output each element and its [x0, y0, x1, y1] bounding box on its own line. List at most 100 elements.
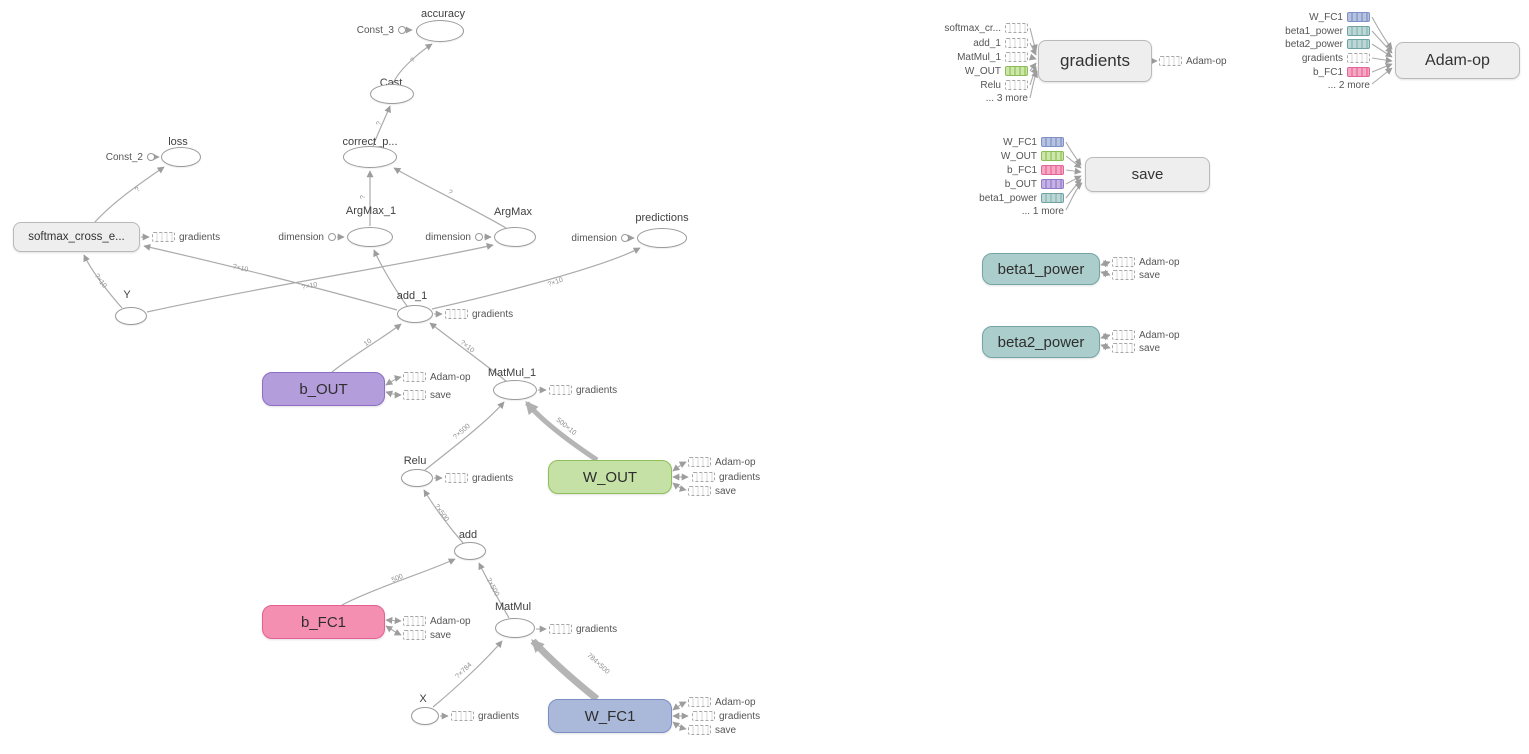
aux-node-gradients[interactable]: gradients [1038, 40, 1152, 82]
edge-label: ?×500 [452, 423, 472, 441]
var-node-b-out[interactable]: b_OUT [262, 372, 385, 406]
op-node-matmul[interactable] [495, 618, 535, 638]
dimension-node[interactable] [328, 233, 336, 241]
edge-y-softmax [83, 254, 123, 309]
aux-node-softmax-cross-entropy[interactable]: softmax_cross_e... [13, 222, 140, 252]
port-label: W_OUT [964, 65, 1001, 77]
op-node-cast[interactable] [370, 84, 414, 104]
const-node-const3[interactable] [398, 26, 406, 34]
op-node-matmul1[interactable] [493, 380, 537, 400]
op-node-correct-prediction[interactable] [343, 146, 397, 168]
stack-icon-gradients[interactable] [152, 232, 175, 242]
stack-icon-beta2[interactable] [1347, 39, 1370, 49]
edge-matmul-add [478, 562, 510, 619]
stack-icon-save[interactable] [1112, 343, 1135, 353]
stack-icon-gradients[interactable] [692, 472, 715, 482]
var-node-beta2-power[interactable]: beta2_power [982, 326, 1100, 358]
stack-icon-save[interactable] [403, 630, 426, 640]
stack-icon-wout[interactable] [1041, 151, 1064, 161]
port-gradients-in-wout: W_OUT [880, 65, 1028, 77]
stack-icon-gradients[interactable] [451, 711, 474, 721]
stack-icon-gradients[interactable] [549, 385, 572, 395]
dimension-label: dimension [425, 231, 471, 243]
var-node-b-fc1[interactable]: b_FC1 [262, 605, 385, 639]
stack-icon-bfc1[interactable] [1347, 67, 1370, 77]
edge-matmul1-add1 [429, 322, 507, 382]
dimension-node[interactable] [621, 234, 629, 242]
op-node-x[interactable] [411, 707, 439, 725]
stack-icon-gradients[interactable] [445, 309, 468, 319]
fan-gradients-in-1 [1029, 27, 1038, 52]
op-node-accuracy[interactable] [416, 20, 464, 42]
connector-beta2-adam [1100, 332, 1111, 341]
fan-adam-in-5 [1371, 63, 1393, 73]
op-node-argmax1[interactable] [347, 227, 393, 247]
port-add1-gradients: gradients [445, 308, 513, 320]
port-label-more: ... 3 more [985, 92, 1028, 104]
stack-icon-add1[interactable] [1005, 38, 1028, 48]
stack-icon-gradients[interactable] [692, 711, 715, 721]
stack-icon-bfc1[interactable] [1041, 165, 1064, 175]
edge-label: ?×10 [232, 263, 249, 273]
stack-icon-wfc1[interactable] [1041, 137, 1064, 147]
fan-adam-in-4 [1371, 56, 1393, 64]
edge-bout-add1 [331, 323, 402, 373]
stack-icon-matmul1[interactable] [1005, 52, 1028, 62]
stack-icon-bout[interactable] [1041, 179, 1064, 189]
stack-icon-adam[interactable] [403, 372, 426, 382]
op-node-y[interactable] [115, 307, 147, 325]
var-node-w-out[interactable]: W_OUT [548, 460, 672, 494]
op-node-add1[interactable] [397, 305, 433, 323]
stack-icon-gradients[interactable] [549, 624, 572, 634]
op-node-relu[interactable] [401, 469, 433, 487]
aux-node-adam-op[interactable]: Adam-op [1395, 42, 1520, 79]
stack-icon-beta1[interactable] [1347, 26, 1370, 36]
stack-icon-adam[interactable] [1159, 56, 1182, 66]
var-node-w-fc1[interactable]: W_FC1 [548, 699, 672, 733]
var-node-beta1-power[interactable]: beta1_power [982, 253, 1100, 285]
port-bout-save: save [403, 389, 451, 401]
edge-add-relu [423, 489, 464, 544]
edge-softmax-loss [94, 166, 165, 223]
stack-icon-beta1[interactable] [1041, 193, 1064, 203]
stack-icon-adam[interactable] [1112, 330, 1135, 340]
const-node-const2[interactable] [147, 153, 155, 161]
stack-icon-relu[interactable] [1005, 80, 1028, 90]
port-gradients-in-relu: Relu [880, 79, 1028, 91]
stack-icon-save[interactable] [688, 486, 711, 496]
stack-icon-save[interactable] [688, 725, 711, 735]
op-node-predictions[interactable] [637, 228, 687, 248]
var-label-beta1-power: beta1_power [997, 260, 1085, 278]
fan-save-in-2 [1065, 155, 1082, 169]
edge-label: ?×10 [301, 281, 318, 291]
stack-icon-adam[interactable] [403, 616, 426, 626]
stack-icon-softmax[interactable] [1005, 23, 1028, 33]
dimension-node[interactable] [475, 233, 483, 241]
aux-node-save[interactable]: save [1085, 157, 1210, 192]
stack-icon-wfc1[interactable] [1347, 12, 1370, 22]
port-save-in-wfc1: W_FC1 [932, 136, 1064, 148]
port-gradients-out-adam: Adam-op [1159, 55, 1227, 67]
port-label: gradients [179, 231, 221, 243]
stack-icon-adam[interactable] [1112, 257, 1135, 267]
port-wout-gradients: gradients [692, 471, 760, 483]
stack-icon-save[interactable] [403, 390, 426, 400]
stack-icon-gradients[interactable] [445, 473, 468, 483]
stack-icon-adam[interactable] [688, 457, 711, 467]
stack-icon-adam[interactable] [688, 697, 711, 707]
op-node-add[interactable] [454, 542, 486, 560]
port-beta1-save: save [1112, 269, 1160, 281]
op-label-y: Y [123, 289, 131, 301]
connector-beta1-adam [1100, 259, 1111, 268]
op-node-argmax[interactable] [494, 227, 536, 247]
stack-icon-gradients[interactable] [1347, 53, 1370, 63]
stack-icon-save[interactable] [1112, 270, 1135, 280]
edge-label: 10 [363, 338, 374, 348]
port-label: Adam-op [715, 696, 756, 708]
stack-icon-wout[interactable] [1005, 66, 1028, 76]
port-gradients-in-matmul1: MatMul_1 [880, 51, 1028, 63]
edge-label: ?×10 [93, 273, 108, 290]
port-label: beta1_power [979, 192, 1037, 204]
op-node-loss[interactable] [161, 147, 201, 167]
